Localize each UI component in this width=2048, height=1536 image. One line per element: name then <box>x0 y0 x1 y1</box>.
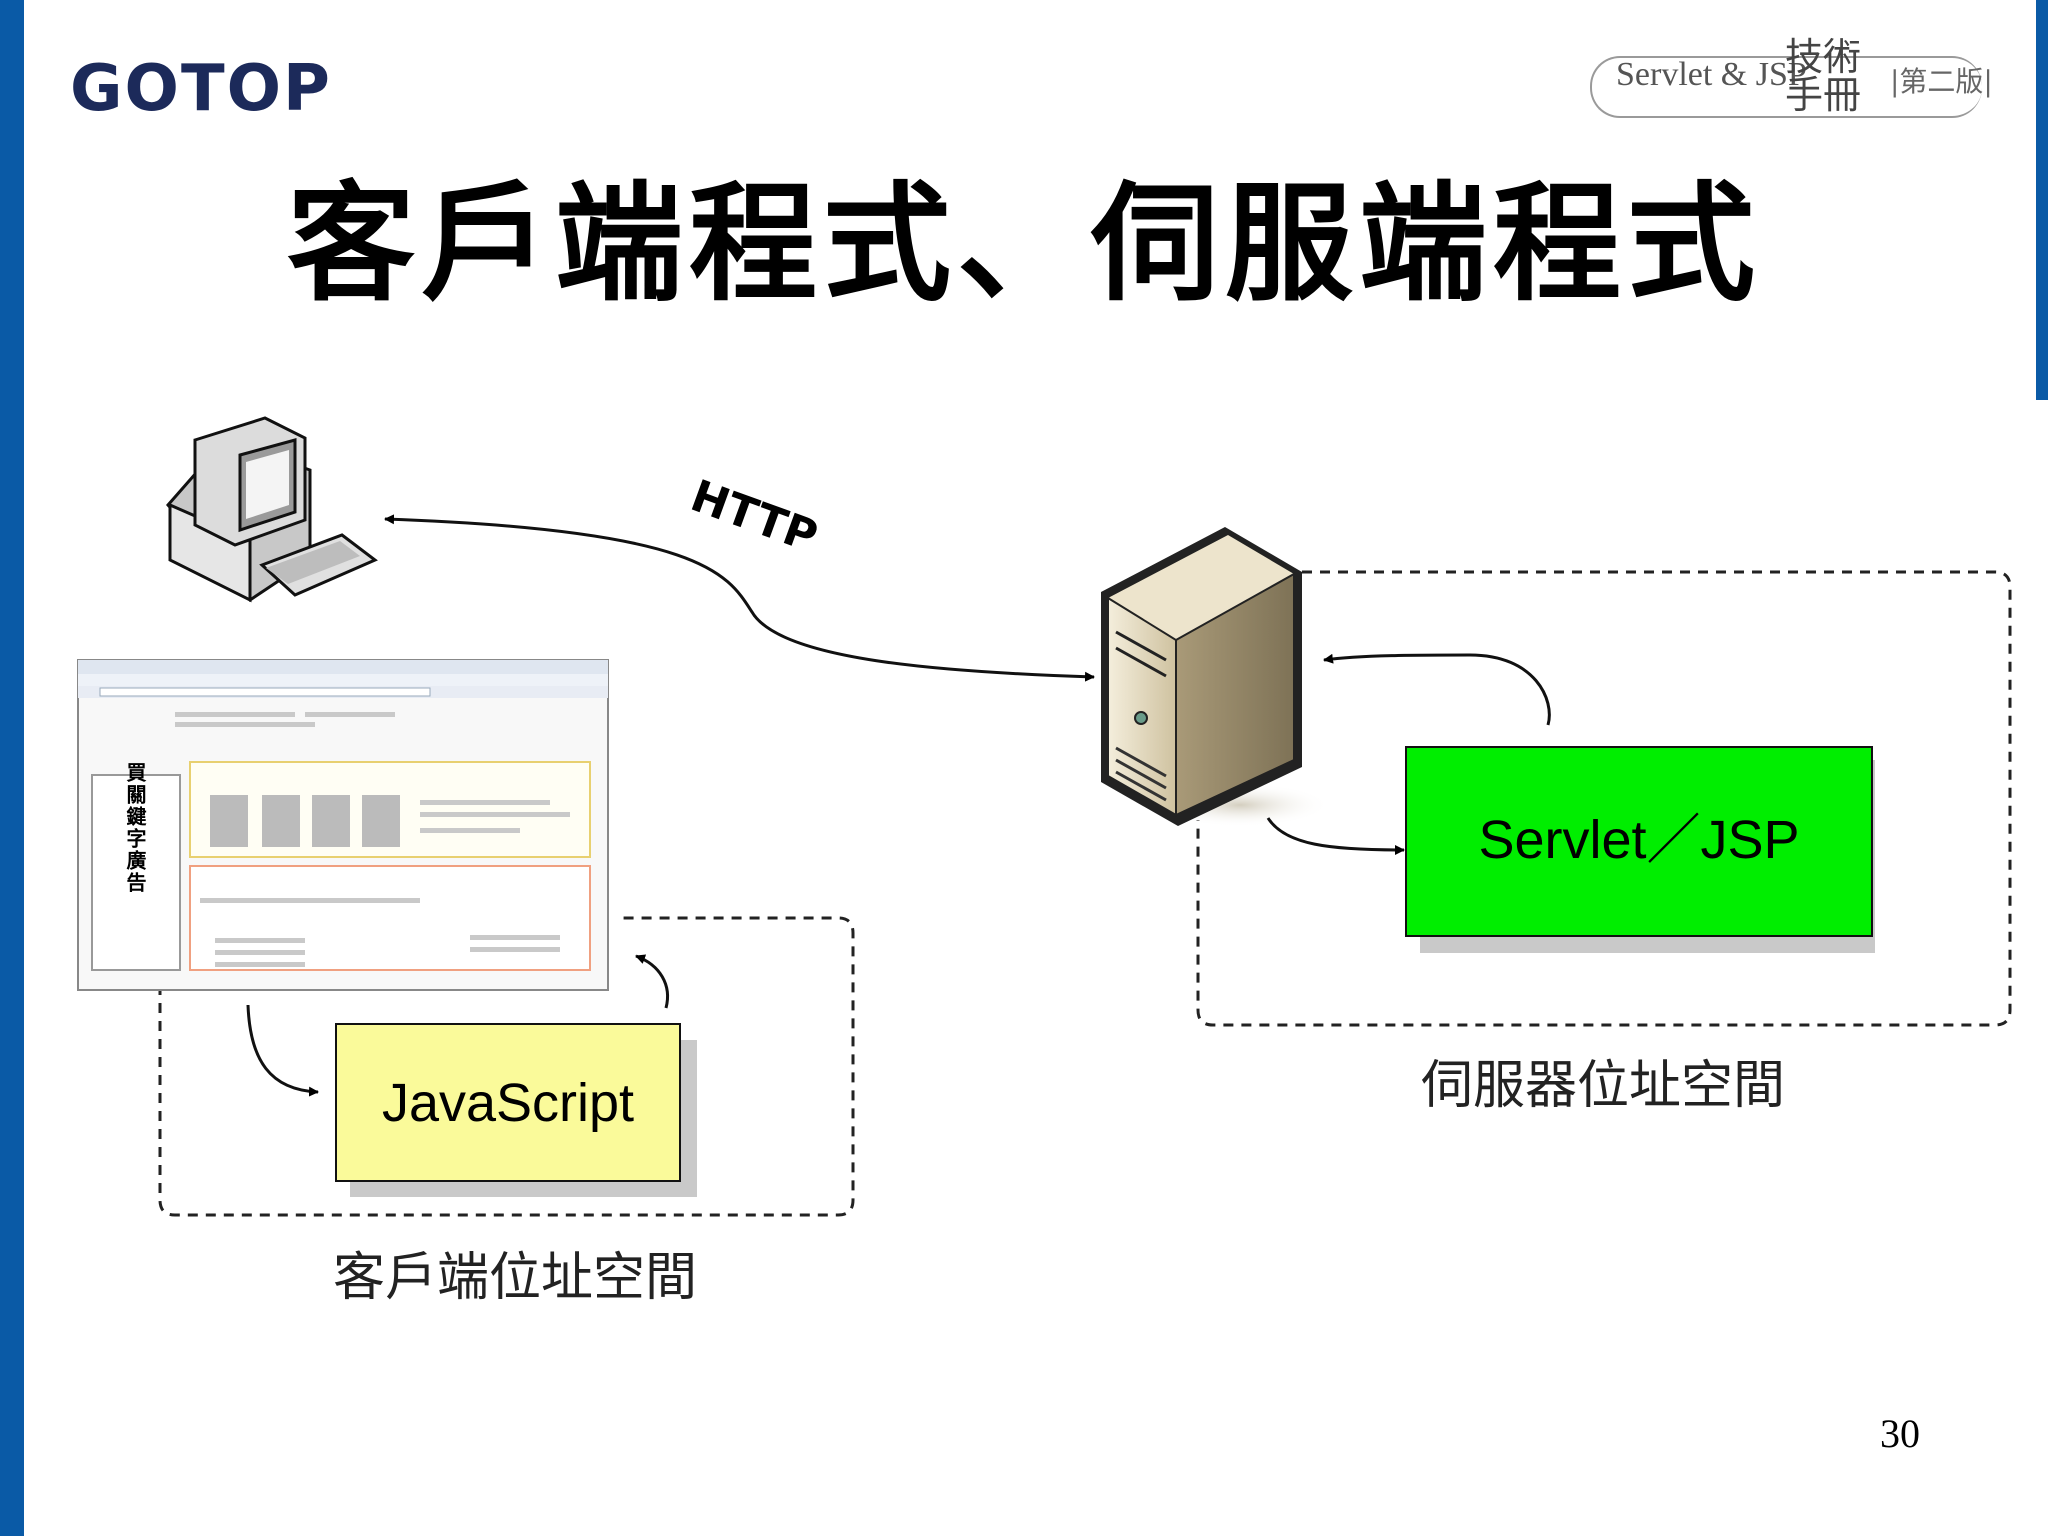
slide-title: 客戶端程式、伺服端程式 <box>286 170 1761 319</box>
left-accent-bar <box>0 0 24 1536</box>
javascript-to-browser-arrow <box>635 954 669 1009</box>
browser-ad-text: 買關鍵字廣告 <box>123 762 147 894</box>
server-to-servlet-arrow <box>1266 817 1405 855</box>
computer-icon <box>166 416 378 603</box>
badge-edition: |第二版| <box>1890 65 1993 98</box>
client-server-diagram: 買關鍵字廣告 HTTP Servlet／JSP JavaScript <box>77 416 2012 1308</box>
badge-calligraphy: 技術手冊 <box>1785 35 1862 117</box>
right-accent-bar <box>2036 0 2048 400</box>
http-connection-arrow <box>384 514 1095 682</box>
client-space-region <box>158 916 855 1217</box>
servlet-jsp-box: Servlet／JSP <box>1405 746 1875 953</box>
servlet-to-server-arrow <box>1323 653 1551 726</box>
page-number: 30 <box>1880 1411 1920 1456</box>
book-badge: Servlet & JSP 技術手冊 |第二版| <box>1590 38 2010 132</box>
browser-window-thumbnail: 買關鍵字廣告 <box>77 659 609 991</box>
badge-book-title: Servlet & JSP <box>1616 56 1807 93</box>
server-space-region <box>1196 570 2012 1027</box>
client-space-label: 客戶端位址空間 <box>333 1248 697 1308</box>
gotop-logo: GOTOP <box>70 52 332 126</box>
javascript-box: JavaScript <box>335 1023 697 1197</box>
servlet-jsp-label: Servlet／JSP <box>1478 810 1799 870</box>
javascript-label: JavaScript <box>382 1073 634 1133</box>
server-icon <box>1101 527 1330 827</box>
badge-frame <box>1590 56 1982 118</box>
server-space-label: 伺服器位址空間 <box>1421 1056 1785 1116</box>
browser-to-javascript-arrow <box>246 1004 319 1097</box>
http-label: HTTP <box>684 470 824 562</box>
